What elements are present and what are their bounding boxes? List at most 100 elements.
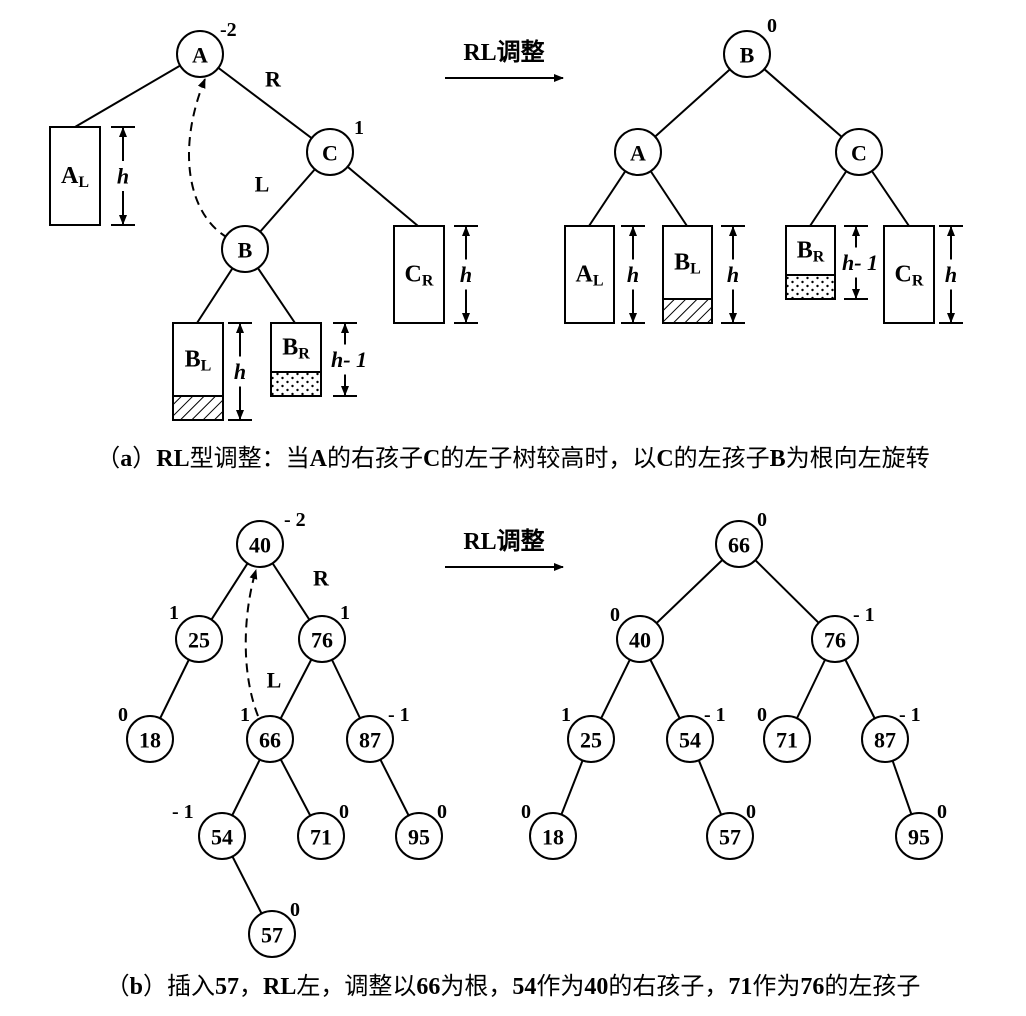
subtree-label-main: A (575, 262, 593, 288)
caption-segment: C (422, 446, 441, 472)
subtree-label-main: C (895, 262, 912, 288)
caption-segment: 71 (728, 974, 753, 1000)
balance-factor: 0 (339, 801, 349, 823)
node-label: C (851, 141, 867, 166)
subtree-label-sub: R (813, 248, 825, 265)
hatched-level (172, 395, 224, 421)
caption-segment: （ (96, 446, 121, 472)
caption-segment: C (656, 446, 674, 472)
height-label: h- 1 (842, 250, 878, 275)
caption-segment: 的左子树较高时，以 (440, 446, 657, 472)
node-label: 95 (908, 825, 930, 850)
balance-factor: - 1 (853, 604, 875, 626)
subtree-label-sub: R (422, 272, 434, 289)
subtree-label-sub: R (912, 272, 924, 289)
height-label: h (117, 164, 129, 189)
edge-label-R: R (313, 566, 330, 591)
subtree-box (49, 126, 101, 226)
node-label: 71 (310, 825, 332, 850)
subtree-label: BR (282, 335, 310, 363)
caption-segment: 54 (512, 974, 537, 1000)
node-label: 66 (259, 728, 281, 753)
tree-node-circle (616, 615, 664, 663)
subtree-label: AL (575, 262, 603, 290)
subtree-box (393, 225, 445, 324)
subtree-label-sub: R (298, 345, 310, 362)
balance-factor: 0 (290, 899, 300, 921)
node-label: 95 (408, 825, 430, 850)
node-label: 40 (249, 533, 271, 558)
node-label: B (238, 238, 253, 263)
caption-segment: 的右孩子 (326, 446, 423, 472)
node-label: A (630, 141, 646, 166)
balance-factor: 0 (118, 704, 128, 726)
node-label: B (740, 43, 755, 68)
tree-node-circle (614, 128, 662, 176)
caption-segment: b (129, 974, 143, 1000)
caption-segment: a (120, 446, 133, 472)
balance-factor: 1 (340, 602, 350, 624)
subtree-box (883, 225, 935, 324)
height-label: h (945, 262, 957, 287)
node-label: 54 (679, 728, 701, 753)
subtree-box (564, 225, 615, 324)
height-label: h (727, 262, 739, 287)
tree-node-circle (306, 128, 354, 176)
node-label: 87 (359, 728, 381, 753)
height-label: h (460, 262, 472, 287)
caption-panel-a: （a）RL型调整：当A的右孩子C的左子树较高时，以C的左孩子B为根向左旋转 (0, 438, 1026, 473)
balance-factor: 0 (746, 801, 756, 823)
caption-panel-b: （b）插入57，RL左，调整以66为根，54作为40的右孩子，71作为76的左孩… (0, 966, 1026, 1001)
balance-factor: 1 (240, 704, 250, 726)
caption-segment: 66 (416, 974, 441, 1000)
transform-arrow-label: RL调整 (463, 39, 544, 66)
balance-factor: 0 (937, 801, 947, 823)
subtree-label-main: B (797, 238, 813, 264)
balance-factor: -2 (220, 19, 237, 41)
height-label: h- 1 (331, 347, 367, 372)
subtree-label: CR (895, 262, 924, 290)
node-label: A (192, 43, 208, 68)
tree-node-circle (567, 715, 615, 763)
caption-segment: 57 (215, 974, 239, 1000)
node-label: 57 (261, 923, 283, 948)
tree-edge (74, 53, 201, 128)
subtree-label-main: A (61, 163, 79, 189)
balance-factor: - 1 (704, 704, 726, 726)
caption-segment: 左，调整以 (296, 974, 417, 1000)
balance-factor: 1 (561, 704, 571, 726)
transform-arrow-label: RL调整 (463, 528, 544, 555)
subtree-label: BL (185, 347, 212, 375)
caption-segment: A (309, 446, 327, 472)
tree-node-circle (236, 520, 284, 568)
tree-node-circle (395, 812, 443, 860)
node-label: 76 (824, 628, 846, 653)
caption-segment: B (769, 446, 786, 472)
subtree-label-main: B (674, 250, 690, 276)
dotted-level (785, 274, 836, 300)
balance-factor: 0 (767, 15, 777, 37)
caption-segment: 40 (584, 974, 609, 1000)
tree-edge (199, 53, 331, 153)
caption-segment: 为根向左旋转 (785, 446, 930, 472)
tree-node-circle (723, 30, 771, 78)
tree-node-circle (198, 812, 246, 860)
subtree-label: BL (674, 250, 701, 278)
balance-factor: 0 (757, 509, 767, 531)
tree-node-circle (175, 615, 223, 663)
node-label: 66 (728, 533, 750, 558)
subtree-label-sub: L (201, 357, 212, 374)
node-label: 57 (719, 825, 741, 850)
tree-edge (637, 53, 748, 153)
node-label: 25 (580, 728, 602, 753)
tree-node-circle (861, 715, 909, 763)
subtree-label-sub: L (690, 260, 701, 277)
subtree-label-sub: L (593, 272, 604, 289)
node-label: C (322, 141, 338, 166)
caption-segment: RL (156, 446, 190, 472)
caption-segment: 的左孩子 (824, 974, 921, 1000)
balance-factor: 0 (521, 801, 531, 823)
height-label: h (627, 262, 639, 287)
tree-node-circle (176, 30, 224, 78)
